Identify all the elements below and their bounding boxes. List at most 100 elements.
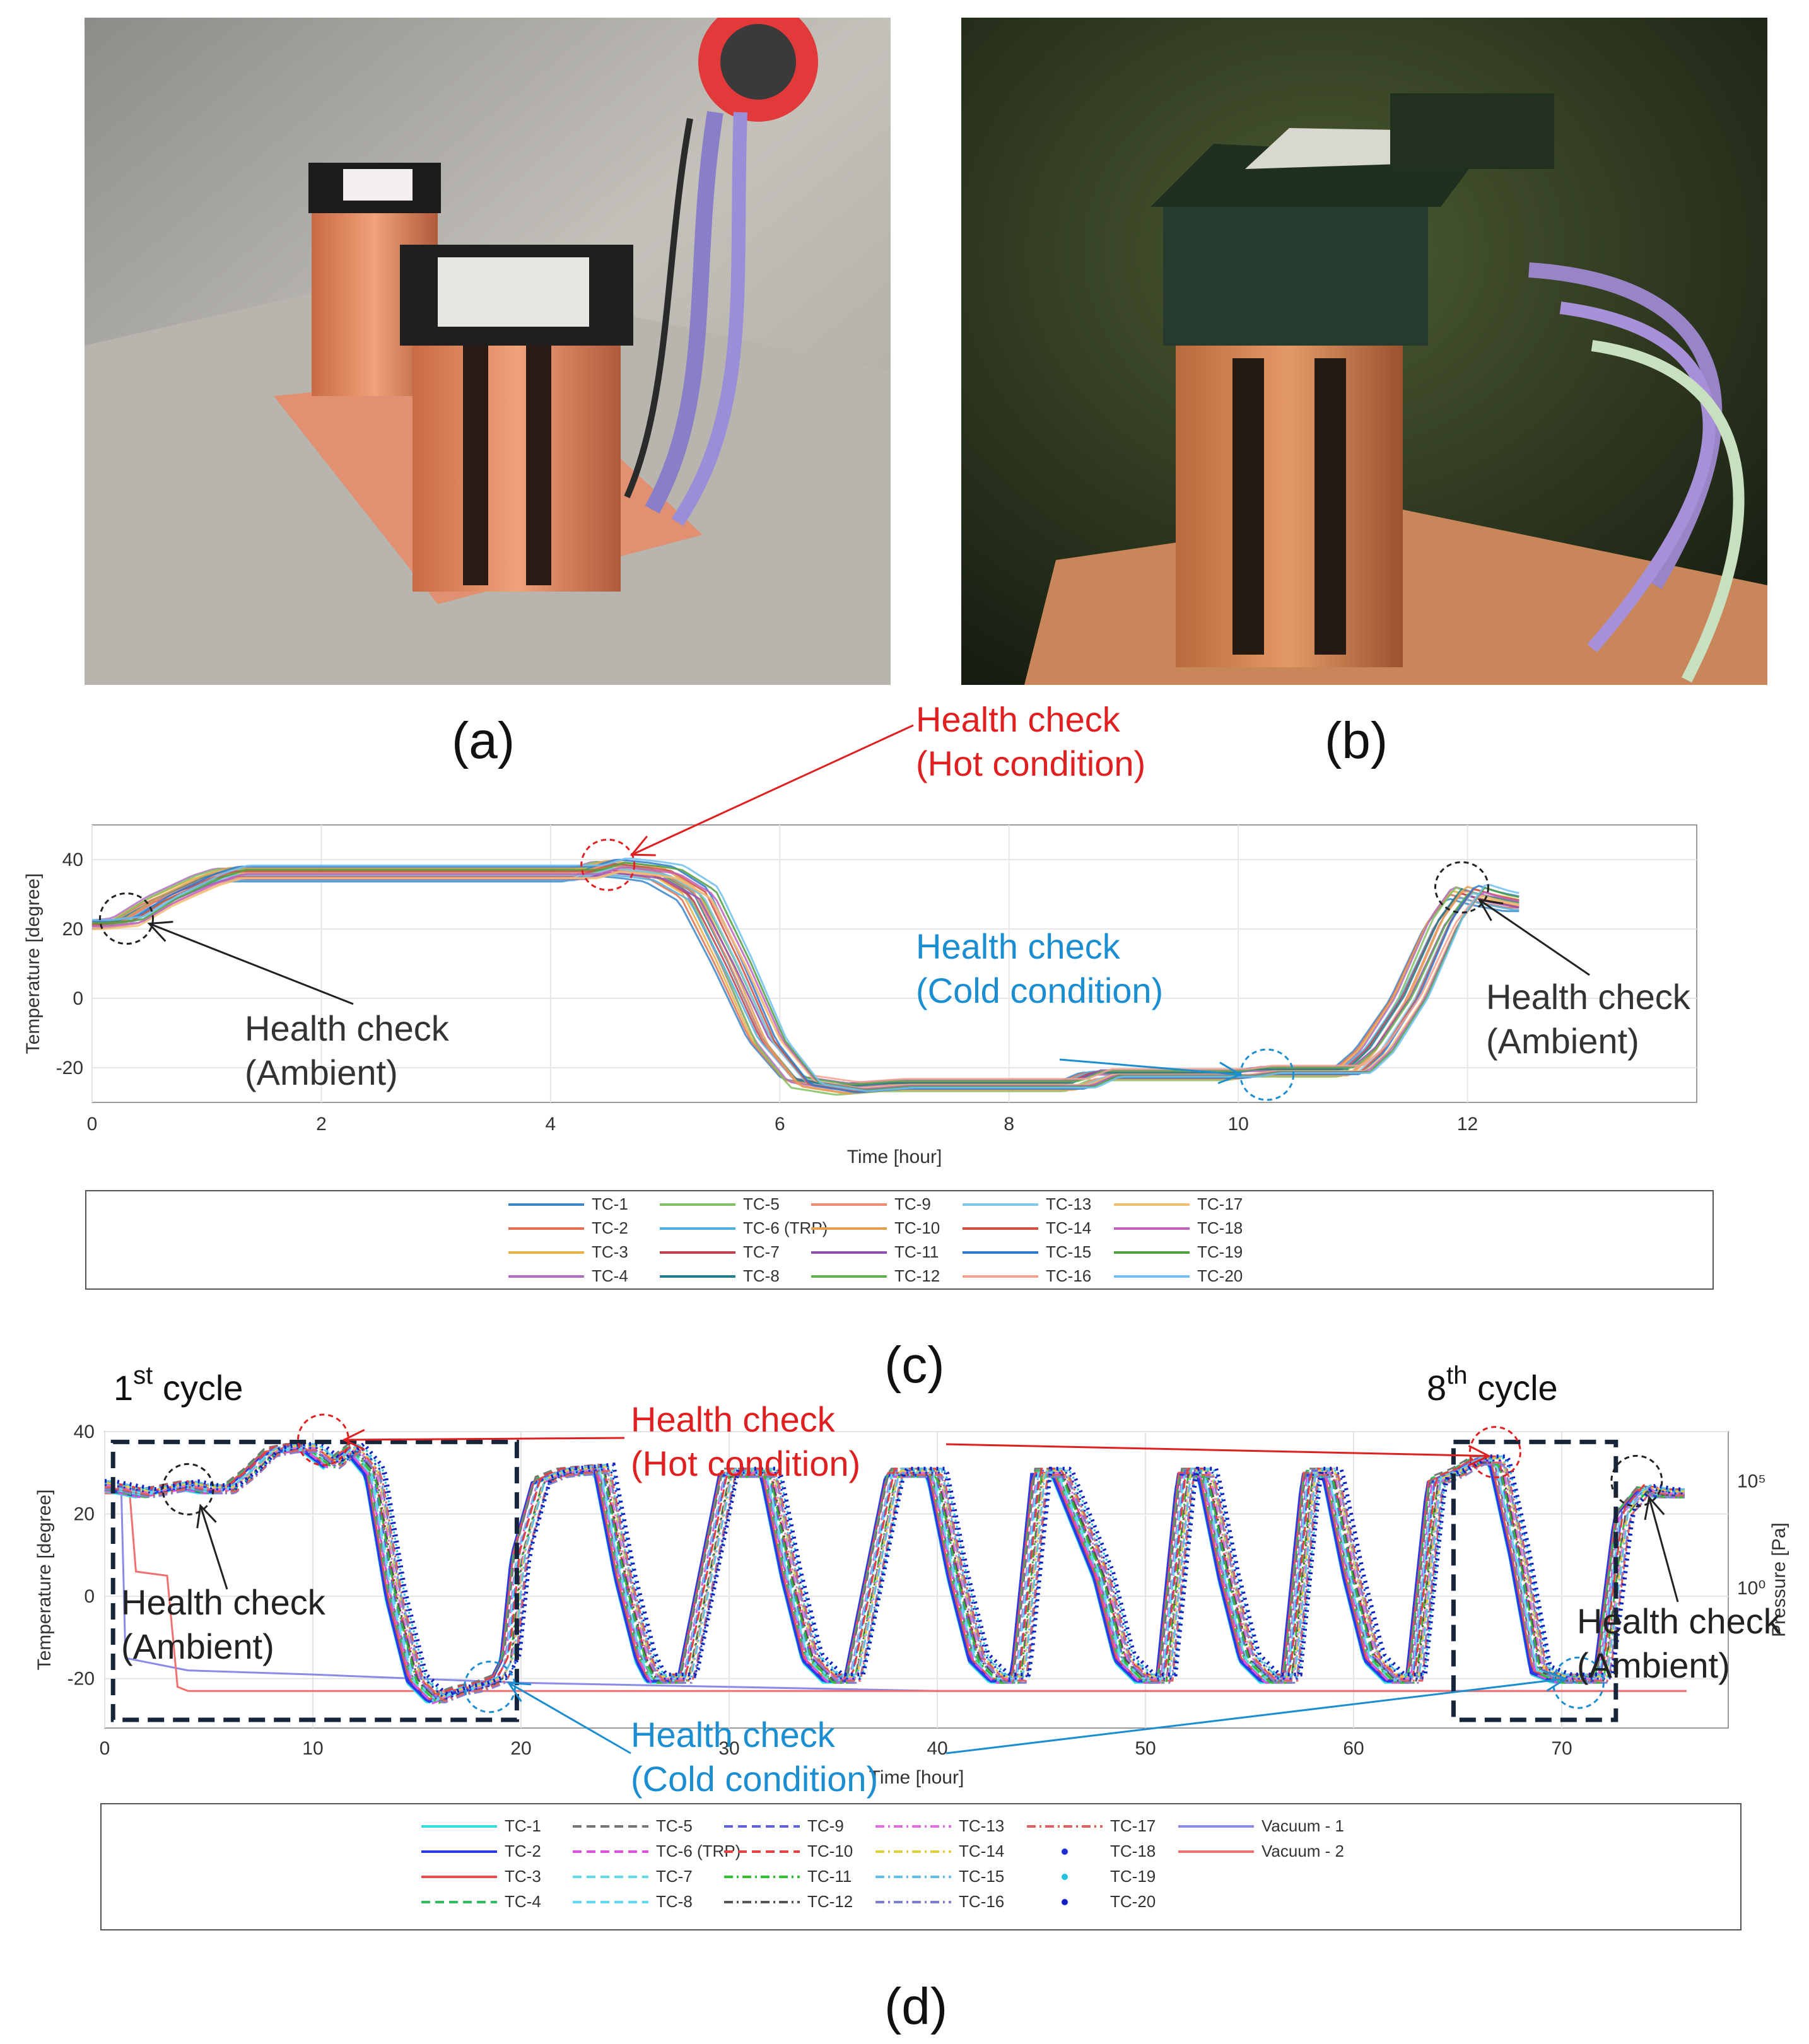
photo-b-vacuum-chamber-setup xyxy=(961,18,1767,685)
cycle-label-word: cycle xyxy=(1468,1368,1558,1408)
arrowhead-hot xyxy=(629,835,656,856)
annotation-ambient-1: Health check (Ambient) xyxy=(245,1008,450,1092)
panel-label-b: (b) xyxy=(1325,712,1388,769)
cycle-label-8th: 8th cycle xyxy=(1427,1362,1558,1408)
arrow-cold-8 xyxy=(945,1678,1566,1755)
photo-a-thermal-test-setup xyxy=(85,18,891,685)
legend-label: TC-10 xyxy=(894,1218,940,1237)
health-check-ambient-circle-2 xyxy=(1434,861,1489,914)
photo-a-illustration xyxy=(85,18,891,685)
cycle-label-number: 1 xyxy=(114,1368,133,1408)
legend-label: TC-3 xyxy=(592,1242,628,1261)
legend-label: TC-4 xyxy=(505,1892,541,1911)
annotation-line2: (Cold condition) xyxy=(631,1759,878,1799)
annotation-ambient-2: Health check(Ambient) xyxy=(1577,1601,1782,1685)
arrow-cold xyxy=(1059,1058,1241,1076)
y-right-tick-label: 10⁰ xyxy=(1737,1578,1765,1599)
y-axis-right-label: Pressure [Pa] xyxy=(1769,1522,1789,1637)
legend-label: TC-5 xyxy=(743,1194,780,1213)
legend-label: TC-10 xyxy=(807,1842,853,1860)
legend-label: TC-16 xyxy=(959,1892,1004,1911)
y-tick-label: 40 xyxy=(62,850,83,870)
legend-label: TC-11 xyxy=(807,1867,852,1886)
x-tick-label: 0 xyxy=(100,1738,110,1759)
x-tick-label: 10 xyxy=(1227,1114,1248,1135)
series-line-tc-10 xyxy=(91,860,1519,1095)
y-tick-label: 20 xyxy=(62,919,83,940)
photo-b-illustration xyxy=(961,18,1767,685)
x-tick-label: 8 xyxy=(1004,1114,1014,1135)
x-axis-label: Time [hour] xyxy=(847,1147,942,1167)
legend-label: TC-17 xyxy=(1110,1816,1156,1835)
arrow-hot-8 xyxy=(945,1443,1489,1457)
annotation-line1: Health check xyxy=(1577,1601,1782,1641)
y-tick-label: 0 xyxy=(84,1586,95,1607)
series-line-tc-15 xyxy=(105,1443,1685,1697)
series-line-tc-11 xyxy=(104,1451,1685,1704)
arrowhead-cold-8 xyxy=(1544,1670,1569,1692)
annotation-line2: (Ambient) xyxy=(121,1626,274,1666)
legend-swatch xyxy=(1062,1874,1068,1880)
arrowhead-hot-1 xyxy=(342,1428,365,1451)
legend-label: TC-12 xyxy=(894,1266,940,1285)
arrowhead-ambient-2 xyxy=(1644,1495,1665,1521)
arrowhead-ambient-1 xyxy=(196,1504,217,1529)
y-tick-label: 20 xyxy=(74,1504,95,1525)
annotation-line1: Health check xyxy=(1486,977,1691,1017)
y-tick-label: 40 xyxy=(74,1422,95,1442)
x-tick-label: 60 xyxy=(1343,1738,1364,1759)
arrowhead-cold-1 xyxy=(506,1681,532,1702)
arrow-hot-1 xyxy=(344,1437,625,1441)
annotation-line1: Health check xyxy=(631,1399,836,1439)
cycle-label-1st: 1st cycle xyxy=(114,1362,243,1408)
y-right-tick-label: 10⁵ xyxy=(1737,1471,1766,1492)
legend-label: TC-13 xyxy=(1046,1194,1091,1213)
panel-label-a: (a) xyxy=(452,712,515,769)
series-line-tc-15 xyxy=(92,858,1519,1094)
legend-label: TC-7 xyxy=(656,1867,693,1886)
series-line-tc-20 xyxy=(105,1441,1685,1697)
legend-label: TC-19 xyxy=(1197,1242,1243,1261)
y-tick-label: -20 xyxy=(56,1058,83,1078)
arrow-ambient-1 xyxy=(148,923,354,1005)
annotation-line2: (Ambient) xyxy=(245,1053,398,1092)
legend-label: TC-9 xyxy=(807,1816,844,1835)
legend-box xyxy=(100,1803,1742,1930)
legend-label: TC-20 xyxy=(1197,1266,1243,1285)
legend-label: TC-8 xyxy=(656,1892,693,1911)
arrow-ambient-1 xyxy=(199,1505,228,1590)
annotation-cold: Health check(Cold condition) xyxy=(631,1715,878,1799)
series-line-tc-20 xyxy=(92,857,1519,1092)
cycle-label-number: 8 xyxy=(1427,1368,1446,1408)
x-tick-label: 20 xyxy=(510,1738,531,1759)
legend-label: TC-20 xyxy=(1110,1892,1156,1911)
x-tick-label: 4 xyxy=(546,1114,556,1135)
cycle-label-superscript: th xyxy=(1446,1362,1467,1389)
y-axis-label: Temperature [degree] xyxy=(34,1490,55,1671)
legend-label: TC-11 xyxy=(894,1242,939,1261)
legend-label: TC-19 xyxy=(1110,1867,1156,1886)
cycle-label-superscript: st xyxy=(133,1362,153,1389)
legend-label: TC-5 xyxy=(656,1816,693,1835)
annotation-line1: Health check xyxy=(245,1008,450,1048)
cycle-box-8th xyxy=(1451,1439,1619,1722)
legend-label: Vacuum - 1 xyxy=(1262,1816,1344,1835)
annotation-line2: (Hot condition) xyxy=(916,744,1145,783)
series-line-tc-19 xyxy=(105,1445,1685,1698)
arrowhead-cold xyxy=(1217,1061,1243,1085)
arrow-ambient-2 xyxy=(1648,1497,1679,1603)
legend-label: TC-15 xyxy=(1046,1242,1091,1261)
x-tick-label: 40 xyxy=(927,1738,947,1759)
x-tick-label: 30 xyxy=(718,1738,739,1759)
annotation-cold: Health check(Cold condition) xyxy=(916,926,1163,1010)
annotation-hot: Health check(Hot condition) xyxy=(916,706,1145,783)
legend-label: TC-9 xyxy=(894,1194,931,1213)
legend-label: TC-3 xyxy=(505,1867,541,1886)
legend-label: TC-16 xyxy=(1046,1266,1091,1285)
legend-label: TC-7 xyxy=(743,1242,780,1261)
x-axis-label: Time [hour] xyxy=(869,1767,964,1788)
legend-label: TC-1 xyxy=(592,1194,628,1213)
legend-label: TC-18 xyxy=(1197,1218,1243,1237)
